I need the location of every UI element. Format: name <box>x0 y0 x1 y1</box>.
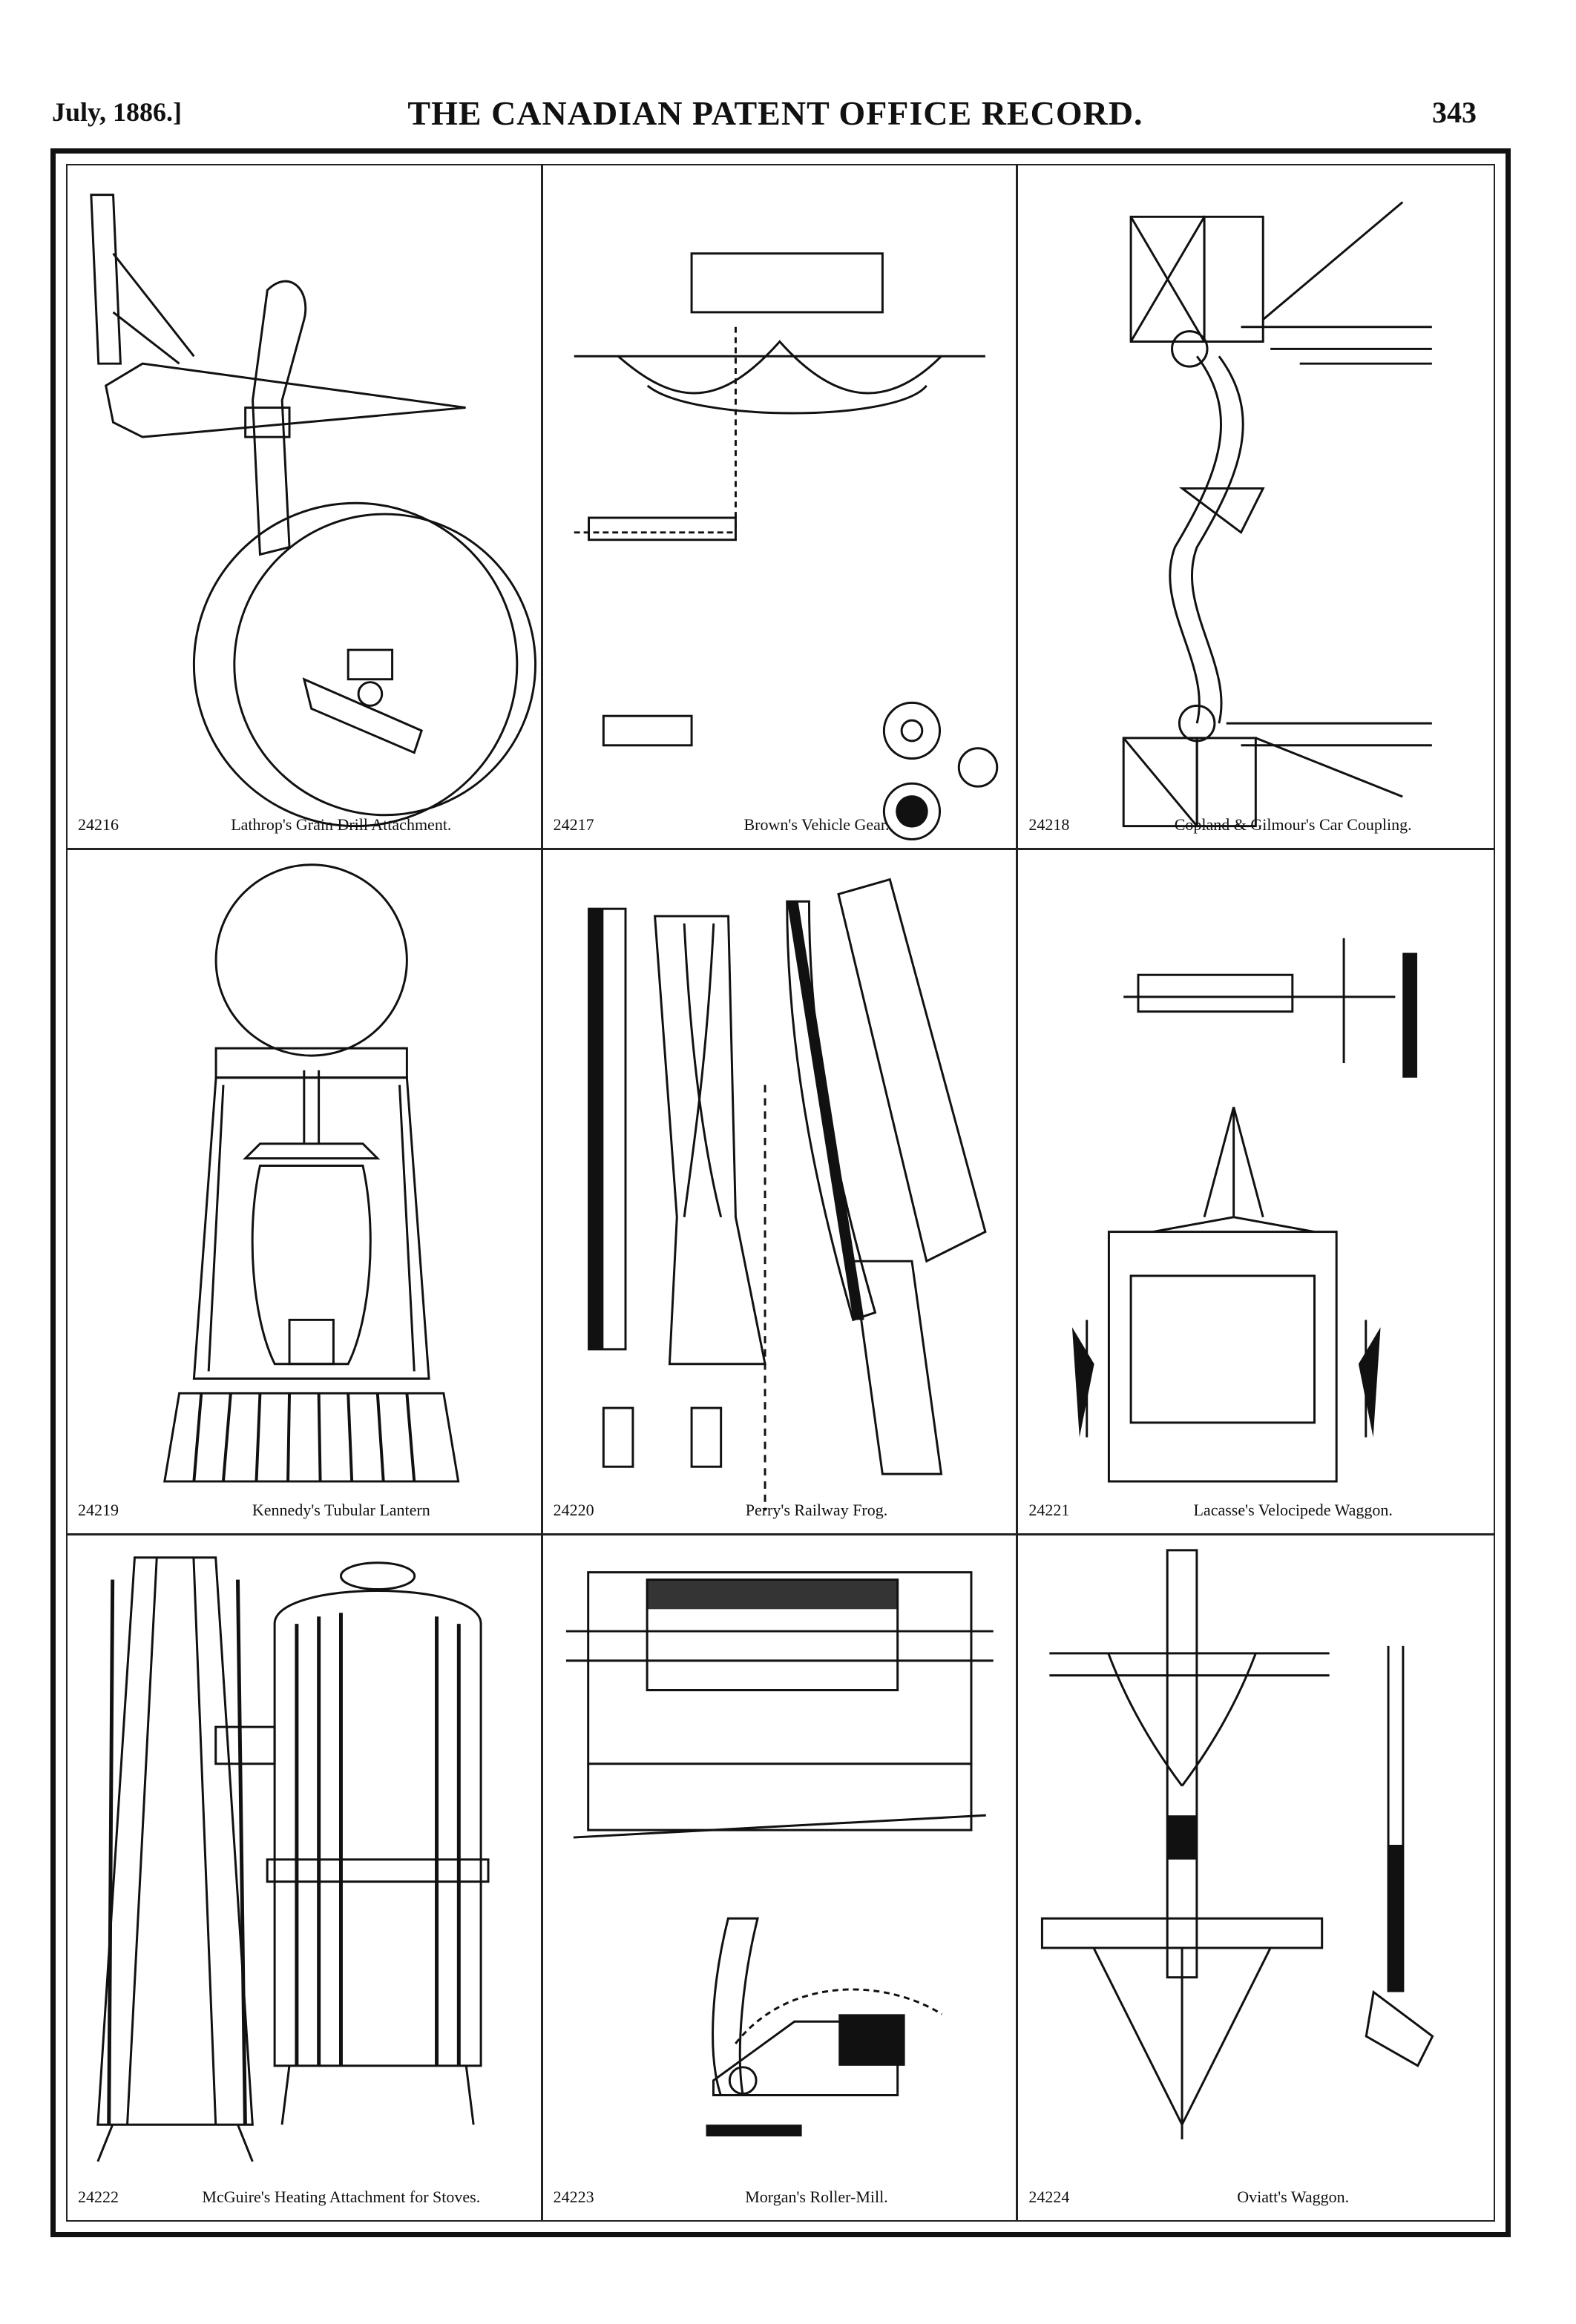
illustration-frame: 24216 Lathrop's Grain Drill Attachment. <box>50 148 1511 2237</box>
car-coupling-drawing <box>1123 201 1433 828</box>
patent-number: 24217 <box>553 815 594 835</box>
patent-number: 24218 <box>1028 815 1070 835</box>
patent-caption: 24222 McGuire's Heating Attachment for St… <box>78 2185 531 2210</box>
patent-number: 24224 <box>1028 2187 1070 2206</box>
patent-cell-stove-heating-attachment: 24222 McGuire's Heating Attachment for St… <box>68 1535 543 2220</box>
patent-cell-railway-frog: 24220 Perry's Railway Frog. <box>542 850 1019 1535</box>
patent-title: Copland & Gilmour's Car Coupling. <box>1174 815 1412 835</box>
patent-caption: 24220 Perry's Railway Frog. <box>554 1498 1006 1523</box>
patent-cell-waggon: 24224 Oviatt's Waggon. <box>1018 1535 1494 2220</box>
patent-number: 24221 <box>1028 1500 1070 1519</box>
illustration-frame-inner: 24216 Lathrop's Grain Drill Attachment. <box>66 164 1495 2222</box>
page-header: July, 1886.] THE CANADIAN PATENT OFFICE … <box>45 88 1506 139</box>
patent-title: Perry's Railway Frog. <box>745 1500 888 1519</box>
patent-title: McGuire's Heating Attachment for Stoves. <box>202 2187 481 2206</box>
patent-title: Lacasse's Velocipede Waggon. <box>1193 1500 1393 1519</box>
patent-number: 24219 <box>78 1500 119 1519</box>
patent-number: 24220 <box>553 1500 594 1519</box>
patent-caption: 24223 Morgan's Roller-Mill. <box>554 2185 1006 2210</box>
page-number: 343 <box>1432 96 1477 129</box>
publication-title: THE CANADIAN PATENT OFFICE RECORD. <box>407 94 1143 132</box>
vehicle-gear-drawing <box>574 252 998 840</box>
waggon-drawing <box>1041 1549 1434 2139</box>
patent-number: 24223 <box>553 2187 594 2206</box>
patent-caption: 24224 Oviatt's Waggon. <box>1028 2185 1483 2210</box>
patent-title: Morgan's Roller-Mill. <box>745 2187 888 2206</box>
patent-title: Lathrop's Grain Drill Attachment. <box>231 815 452 835</box>
patent-title: Oviatt's Waggon. <box>1237 2187 1350 2206</box>
patent-cell-roller-mill: 24223 Morgan's Roller-Mill. <box>543 1535 1019 2220</box>
patent-caption: 24216 Lathrop's Grain Drill Attachment. <box>78 812 531 837</box>
roller-mill-drawing <box>565 1570 994 2136</box>
issue-date: July, 1886.] <box>52 97 183 127</box>
patent-caption: 24217 Brown's Vehicle Gear. <box>554 812 1006 837</box>
patent-title: Brown's Vehicle Gear. <box>743 815 890 835</box>
patent-cell-vehicle-gear: 24217 Brown's Vehicle Gear. <box>542 165 1019 851</box>
grain-drill-drawing <box>90 194 537 828</box>
railway-frog-drawing <box>587 878 987 1511</box>
patent-cell-tubular-lantern: 24219 Kennedy's Tubular Lantern <box>68 850 543 1535</box>
patent-cell-velocipede-waggon: 24221 Lacasse's Velocipede Waggon. <box>1018 850 1494 1535</box>
velocipede-waggon-drawing <box>1072 938 1418 1483</box>
tubular-lantern-drawing <box>163 863 460 1483</box>
patent-number: 24216 <box>78 815 119 835</box>
patent-cell-grain-drill: 24216 Lathrop's Grain Drill Attachment. <box>68 165 543 851</box>
patent-number: 24222 <box>78 2187 119 2206</box>
patent-title: Kennedy's Tubular Lantern <box>252 1500 430 1519</box>
stove-heating-drawing <box>96 1556 490 2162</box>
patent-caption: 24218 Copland & Gilmour's Car Coupling. <box>1028 812 1483 837</box>
patent-caption: 24221 Lacasse's Velocipede Waggon. <box>1028 1498 1483 1523</box>
patent-caption: 24219 Kennedy's Tubular Lantern <box>78 1498 531 1523</box>
patent-cell-car-coupling: 24218 Copland & Gilmour's Car Coupling. <box>1018 165 1494 851</box>
patent-grid: 24216 Lathrop's Grain Drill Attachment. <box>68 165 1494 2220</box>
